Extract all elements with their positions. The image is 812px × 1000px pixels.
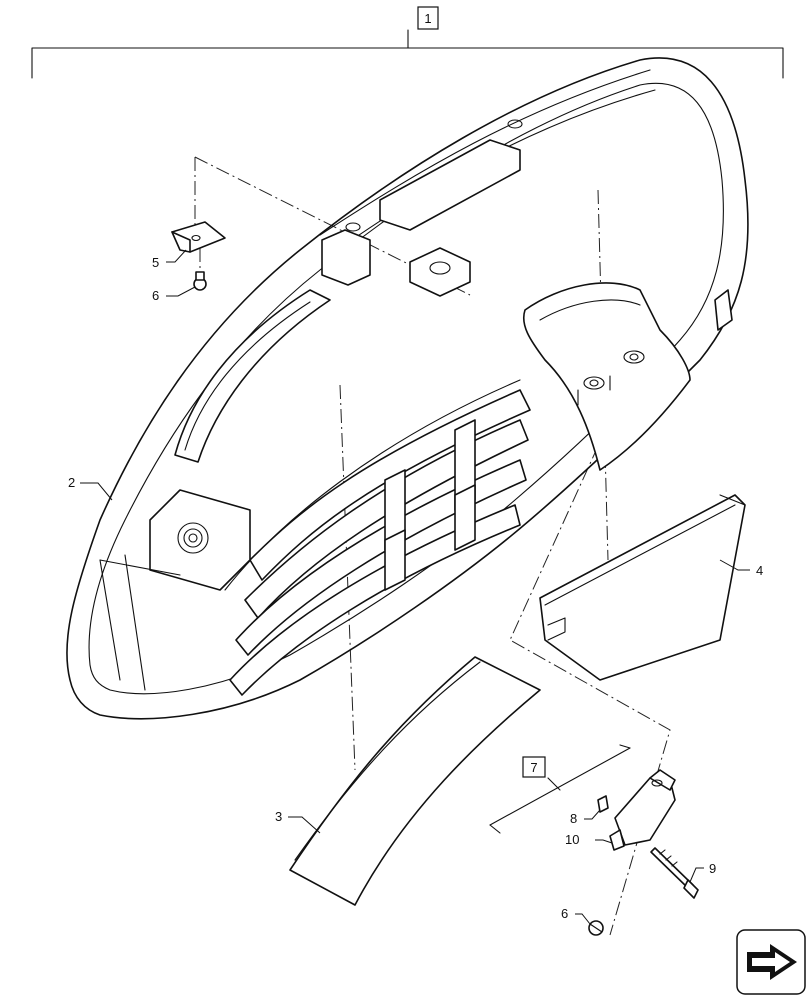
- next-page-arrow-icon[interactable]: [736, 929, 806, 995]
- subassembly-callout-box: [522, 756, 546, 778]
- mount-bracket-assembly: [597, 769, 676, 851]
- subassembly-bracket: 7: [489, 744, 631, 834]
- callout-10: 10: [565, 832, 579, 847]
- bolt-part-9: [650, 847, 699, 899]
- nut-part-6-top: [193, 271, 207, 291]
- callout-6-bottom: 6: [561, 906, 568, 921]
- nut-part-6-bottom: [588, 920, 604, 936]
- assembly-callout: 1: [424, 11, 431, 26]
- side-panel-part-4: [539, 494, 746, 681]
- bracket-part-5: [171, 221, 226, 253]
- assembly-bracket: 1: [31, 6, 784, 79]
- subassembly-callout: 7: [530, 760, 537, 775]
- callout-9: 9: [709, 861, 716, 876]
- callout-3: 3: [275, 809, 282, 824]
- callout-labels: 2 3 4 5 6 8 9 10 6: [68, 249, 763, 925]
- callout-6-top: 6: [152, 288, 159, 303]
- assembly-callout-box: [417, 6, 439, 30]
- callout-5: 5: [152, 255, 159, 270]
- callout-4: 4: [756, 563, 763, 578]
- fender-body-part-2: [66, 57, 749, 720]
- curved-panel-part-3: [289, 656, 541, 906]
- callout-8: 8: [570, 811, 577, 826]
- callout-2: 2: [68, 475, 75, 490]
